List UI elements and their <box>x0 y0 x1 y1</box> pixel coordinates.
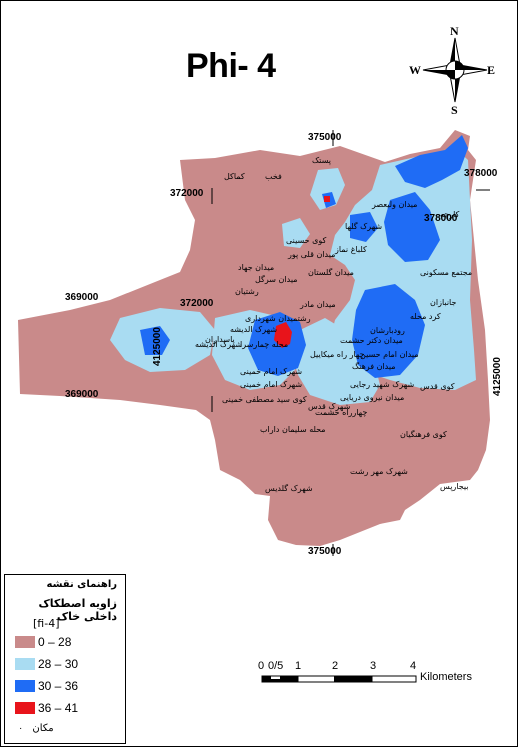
place-label: جانبازان <box>430 298 457 307</box>
place-label: کارچه <box>440 210 460 219</box>
legend-class-4: 36 – 41 <box>15 701 78 715</box>
region-class-36-41 <box>274 322 292 348</box>
scale-bar <box>261 675 417 683</box>
place-label: میدان فرهنگ <box>352 362 396 371</box>
north-arrow-icon <box>422 37 488 103</box>
map-title: Phi- 4 <box>186 47 276 85</box>
place-label: کوی حسینی <box>286 236 327 245</box>
place-label: رشتیان <box>235 287 259 296</box>
compass-east-label: E <box>487 63 496 77</box>
place-label: میدان ولیعصر <box>372 200 418 209</box>
place-label: کوی سید مصطفی خمینی <box>222 395 307 404</box>
map-legend: راهنمای نقشه زاویه اصطکاک داخلی خاک [fi-… <box>4 574 126 744</box>
place-label: میدان دکتر حشمت <box>340 336 403 345</box>
place-label: کرد محله <box>410 312 441 321</box>
coord-left-3: 369000 <box>65 389 99 400</box>
place-label: رودبارشان <box>370 326 405 335</box>
region-class-30-36-d <box>350 212 378 242</box>
place-label: کلباغ نماز <box>335 245 367 254</box>
compass-south-label: S <box>451 103 458 117</box>
place-label: رشتمیدان شهرداری <box>245 314 311 323</box>
place-label: چهار راه میکاییل <box>310 350 365 359</box>
scale-unit: Kilometers <box>420 671 472 683</box>
place-label: فخب <box>265 172 282 181</box>
place-label: بیجارپس <box>440 482 469 491</box>
region-class-28-30-b <box>290 318 380 405</box>
coord-right-1: 378000 <box>464 168 498 179</box>
place-label: شهرک قدس <box>308 402 351 411</box>
place-label: شهرک امام خمینی <box>240 367 303 376</box>
place-label: میدان نیروی دریایی <box>340 393 405 402</box>
place-label: محله چمارسرا <box>240 340 289 349</box>
place-label: شهرک امام خمینی <box>240 380 303 389</box>
place-label: میدان مادر <box>300 300 336 309</box>
region-class-30-36-a <box>395 135 468 188</box>
coord-rot-left: 4125000 <box>152 327 163 366</box>
place-label: مجتمع مسکونی <box>420 268 473 277</box>
compass-north-label: N <box>450 24 459 38</box>
place-label: شهرک الدیشه <box>230 325 278 334</box>
place-label: کماکل <box>224 172 245 181</box>
place-label: کوی قدس <box>420 382 455 391</box>
coord-left-2: 369000 <box>65 292 99 303</box>
region-class-30-36-c <box>352 284 425 378</box>
place-label: شهرک الدیشه <box>195 340 243 349</box>
place-label: کوی فرهنگیان <box>400 430 447 439</box>
coord-rot-right: 4125000 <box>492 357 503 396</box>
coord-bottom: 375000 <box>308 546 342 557</box>
compass-west-label: W <box>409 63 421 77</box>
place-label: شهرک شهید رجایی <box>350 380 415 389</box>
region-class-28-30-e <box>310 168 345 210</box>
place-label: میدان جهاد <box>238 263 275 272</box>
region-class-30-36-f <box>140 326 170 355</box>
region-class-30-36-b <box>384 192 440 262</box>
place-label: میدان قلی پور <box>288 250 336 259</box>
legend-subtitle: زاویه اصطکاک داخلی خاک <box>38 597 117 623</box>
place-label: میدان سرگل <box>255 275 298 284</box>
place-label: پاسداران <box>205 335 235 344</box>
place-label: میدان گلستان <box>308 268 354 277</box>
place-label: شهرک مهر رشت <box>350 467 408 476</box>
legend-class-1: 0 – 28 <box>15 635 71 649</box>
place-label: پستک <box>312 156 331 165</box>
place-label: چهارراه حشمت <box>315 408 368 417</box>
region-class-28-30-f <box>282 218 310 248</box>
region-class-36-41-small <box>324 196 330 202</box>
place-label: شهرک گلدیس <box>265 484 313 493</box>
region-class-30-36-e <box>248 312 306 376</box>
coord-right-2: 378000 <box>424 213 458 224</box>
place-label: محله سلیمان داراب <box>260 425 326 434</box>
legend-place: ·مکان <box>19 722 54 734</box>
coord-top: 375000 <box>308 132 342 143</box>
coord-left-1: 372000 <box>170 188 204 199</box>
legend-field: [fi-4] <box>33 617 60 630</box>
legend-heading: راهنمای نقشه <box>46 579 118 590</box>
legend-class-3: 30 – 36 <box>15 679 78 693</box>
legend-class-2: 28 – 30 <box>15 657 78 671</box>
coord-left-4: 372000 <box>180 298 214 309</box>
place-label: شهرک گلها <box>345 222 383 231</box>
place-label: میدان امام حسین <box>360 350 419 359</box>
